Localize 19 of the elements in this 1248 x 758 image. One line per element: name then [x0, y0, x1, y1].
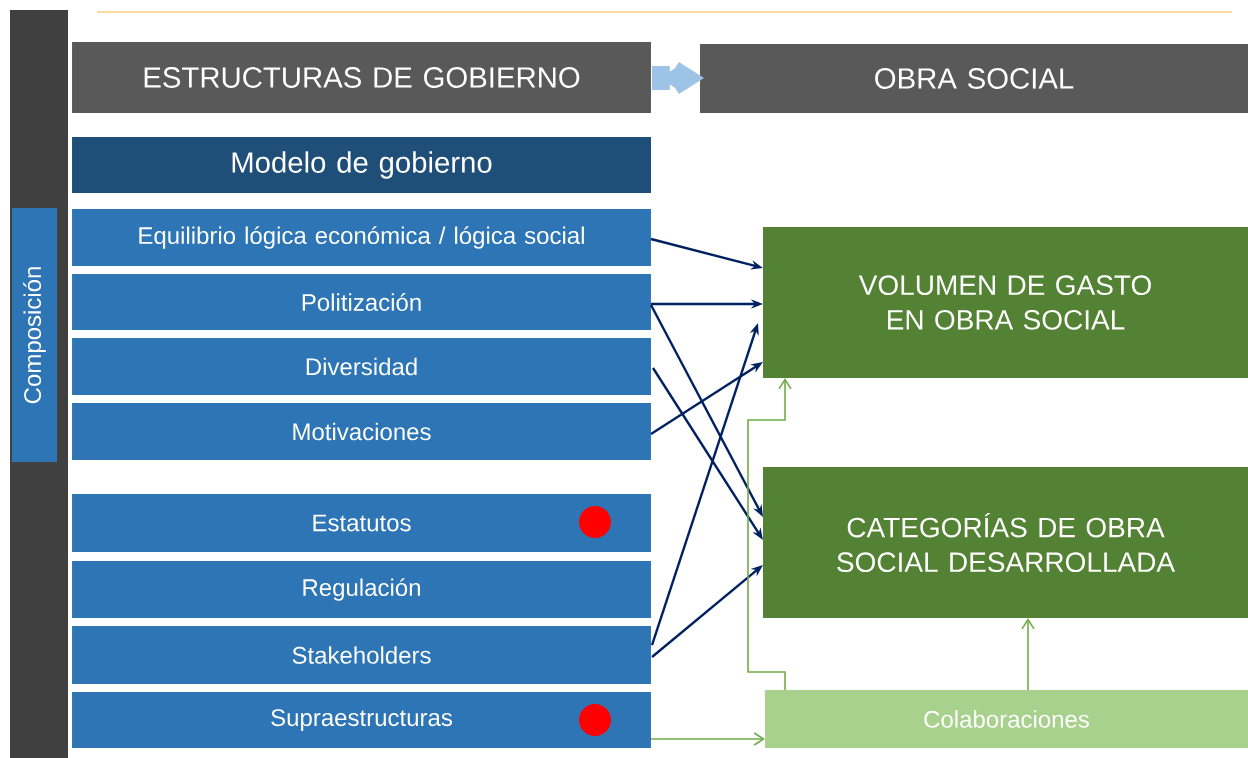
heading-box: Modelo de gobierno — [72, 137, 651, 193]
outcome-box: Colaboraciones — [765, 690, 1248, 748]
block-arrow — [652, 61, 704, 95]
factor-box: Stakeholders — [72, 626, 651, 684]
side-tab: Composición — [11, 208, 58, 462]
header-box: ESTRUCTURAS DE GOBIERNO — [72, 42, 651, 113]
factor-box: Equilibrio lógica económica / lógica social — [72, 208, 651, 267]
factor-box: Regulación — [72, 561, 651, 619]
factor-box: Supraestructuras — [72, 692, 651, 748]
factor-box: Motivaciones — [72, 403, 651, 461]
factor-box: Politización — [72, 274, 651, 330]
factor-box: Estatutos — [72, 494, 651, 552]
factor-box: Diversidad — [72, 337, 651, 396]
arrow — [1021, 618, 1035, 691]
arrow — [747, 378, 792, 691]
arrow — [650, 732, 765, 746]
outcome-box: CATEGORÍAS DE OBRA SOCIAL DESARROLLADA — [763, 467, 1248, 618]
outcome-box: VOLUMEN DE GASTO EN OBRA SOCIAL — [763, 227, 1248, 378]
header-box: OBRA SOCIAL — [700, 43, 1248, 114]
